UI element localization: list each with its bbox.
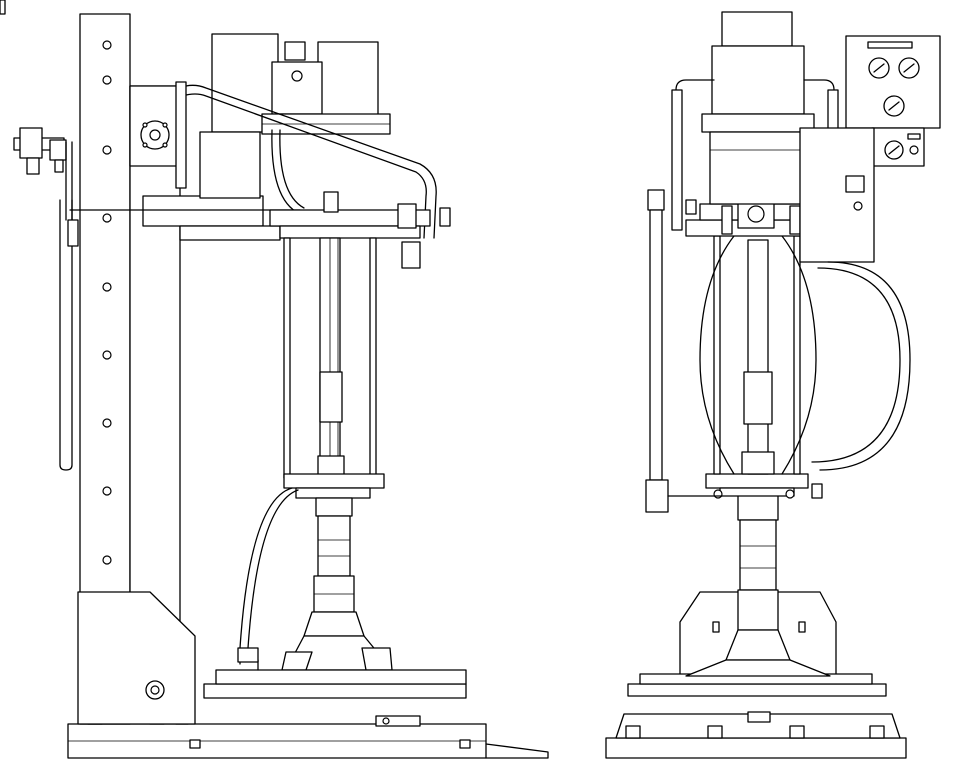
side-follower-plate [203, 647, 467, 699]
side-air-regulator [13, 127, 79, 471]
side-column [77, 13, 196, 725]
front-control-box [799, 35, 941, 471]
side-view [13, 13, 549, 759]
side-hose [239, 487, 299, 649]
corner-mark [0, 0, 6, 15]
side-pump-body [283, 237, 385, 499]
side-arm [69, 85, 301, 241]
front-lower-pump [685, 489, 831, 677]
front-pump-body [699, 235, 817, 475]
front-mid-plate [705, 473, 823, 499]
side-pump-head [269, 191, 451, 269]
side-motor-box [199, 33, 391, 199]
side-lower-pump [281, 497, 393, 671]
front-left-hose [645, 189, 723, 513]
front-view [605, 11, 941, 759]
front-motor [701, 11, 815, 205]
side-curved-pipe [175, 81, 437, 239]
front-base [605, 711, 907, 759]
